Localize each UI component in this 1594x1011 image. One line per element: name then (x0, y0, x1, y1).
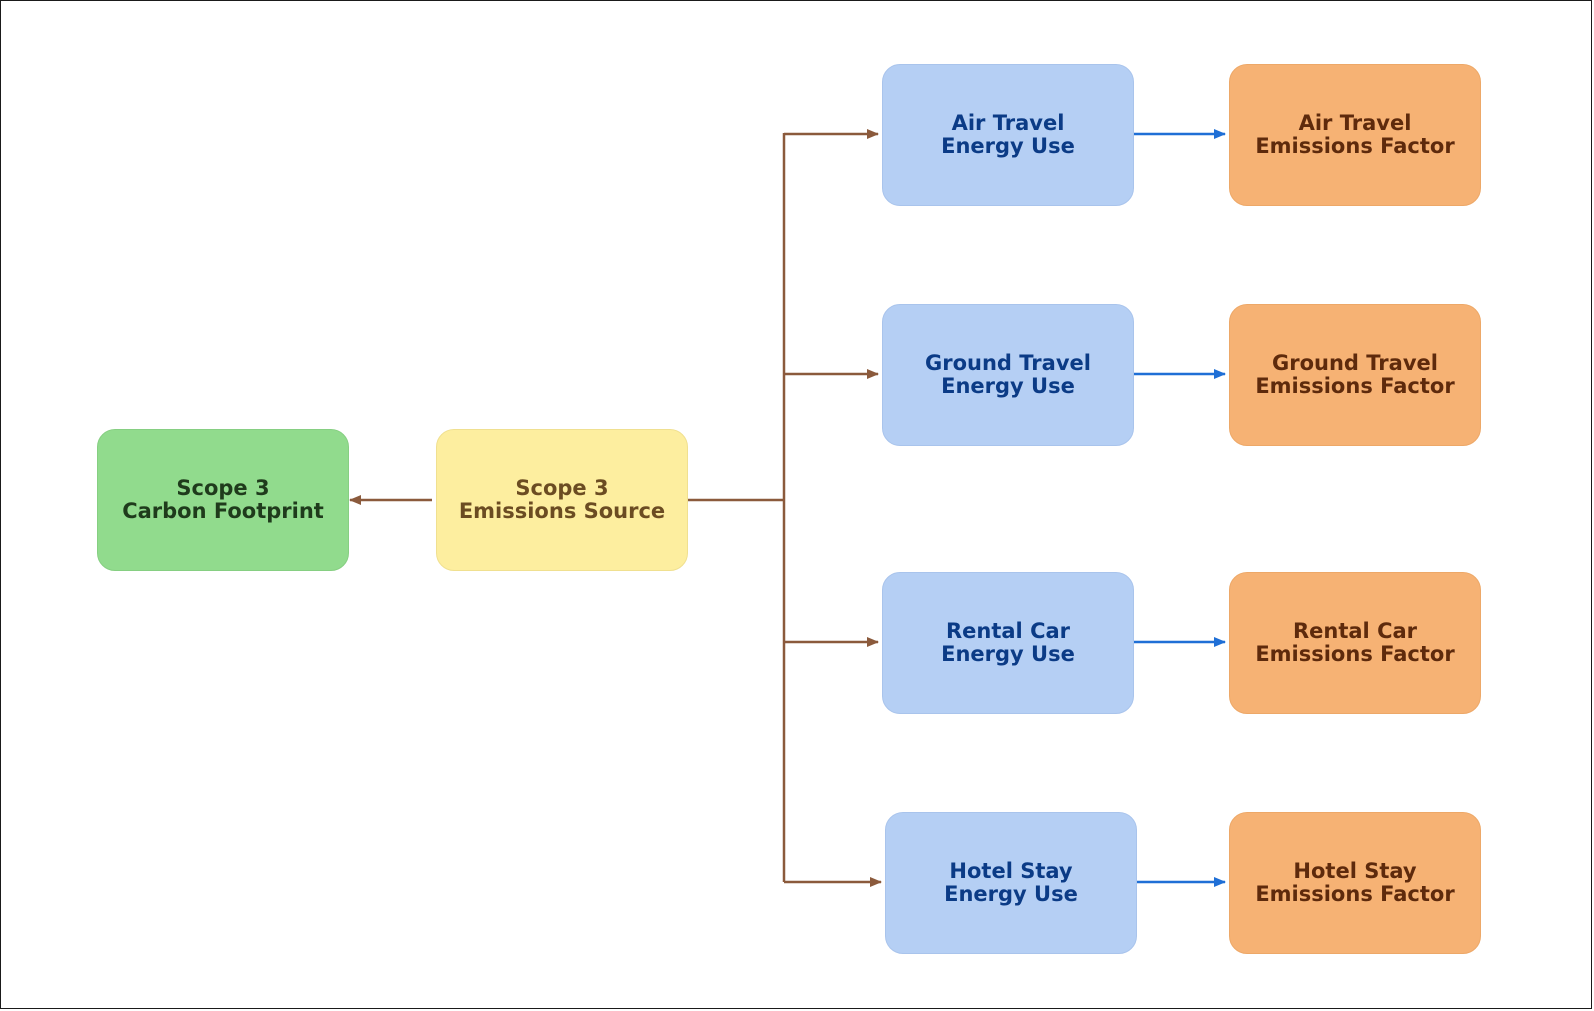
node-line-1: Hotel Stay (1293, 859, 1417, 883)
scope3-emissions-source-node: Scope 3 Emissions Source (436, 429, 688, 571)
node-line-2: Energy Use (941, 374, 1075, 398)
node-line-1: Scope 3 (515, 476, 609, 500)
ground-travel-energy-use-node: Ground Travel Energy Use (882, 304, 1134, 446)
node-line-2: Energy Use (944, 882, 1078, 906)
node-line-2: Carbon Footprint (122, 499, 324, 523)
node-line-2: Emissions Factor (1255, 642, 1455, 666)
rental-car-emissions-factor-node: Rental Car Emissions Factor (1229, 572, 1481, 714)
node-line-2: Emissions Source (458, 499, 666, 523)
node-line-1: Air Travel (1298, 111, 1412, 135)
node-line-2: Energy Use (941, 134, 1075, 158)
node-line-2: Emissions Factor (1255, 882, 1455, 906)
node-line-1: Hotel Stay (949, 859, 1073, 883)
ground-travel-emissions-factor-node: Ground Travel Emissions Factor (1229, 304, 1481, 446)
air-travel-emissions-factor-node: Air Travel Emissions Factor (1229, 64, 1481, 206)
node-line-1: Scope 3 (176, 476, 270, 500)
air-travel-energy-use-node: Air Travel Energy Use (882, 64, 1134, 206)
scope3-carbon-footprint-node: Scope 3 Carbon Footprint (97, 429, 349, 571)
node-line-2: Energy Use (941, 642, 1075, 666)
node-line-2: Emissions Factor (1255, 134, 1455, 158)
node-line-1: Rental Car (945, 619, 1071, 643)
hotel-stay-emissions-factor-node: Hotel Stay Emissions Factor (1229, 812, 1481, 954)
rental-car-energy-use-node: Rental Car Energy Use (882, 572, 1134, 714)
hotel-stay-energy-use-node: Hotel Stay Energy Use (885, 812, 1137, 954)
node-line-2: Emissions Factor (1255, 374, 1455, 398)
node-line-1: Rental Car (1292, 619, 1418, 643)
node-line-1: Ground Travel (925, 351, 1091, 375)
node-line-1: Ground Travel (1272, 351, 1438, 375)
node-line-1: Air Travel (951, 111, 1065, 135)
